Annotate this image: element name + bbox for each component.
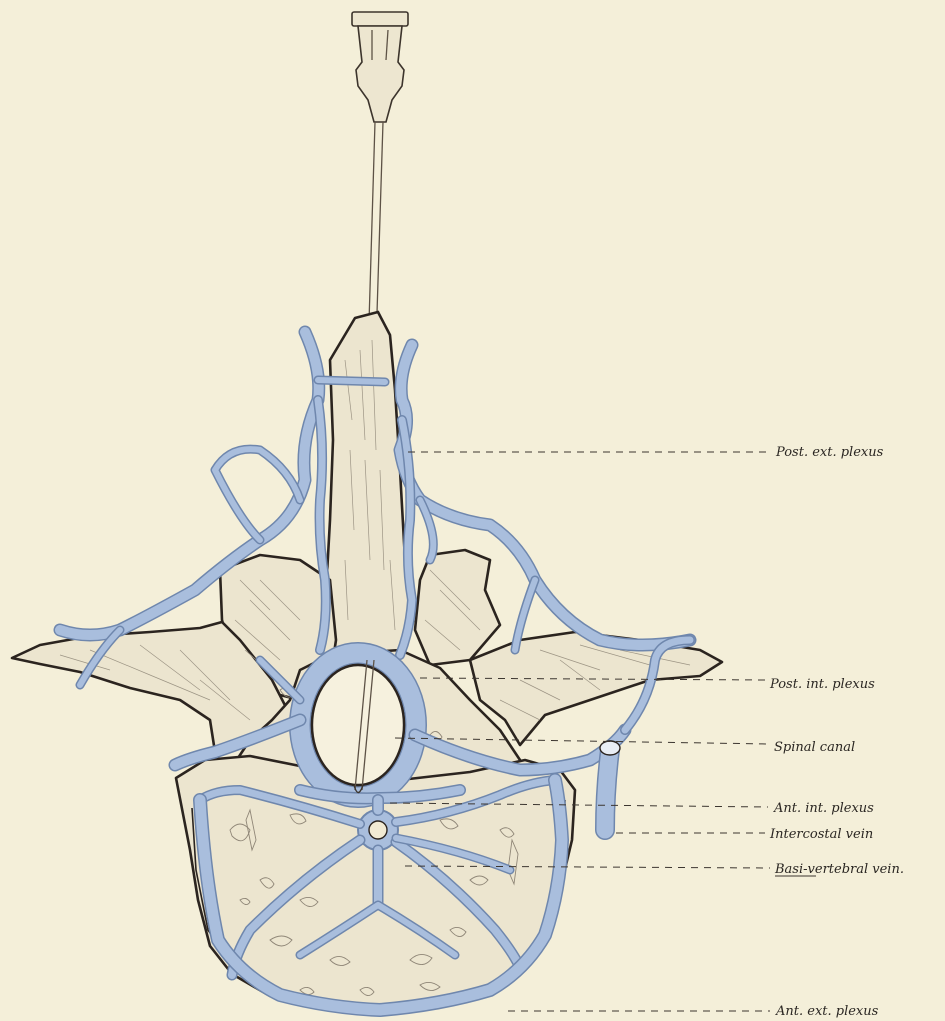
intercostal-vein [600,741,620,830]
right-transverse-process [470,632,722,745]
label-ant-ext-plexus: Ant. ext. plexus [508,1004,879,1019]
spinous-process [325,312,410,665]
label-spinal-canal-text: Spinal canal [774,740,855,755]
label-post-int-plexus-text: Post. int. plexus [769,677,875,692]
label-post-ext-plexus-text: Post. ext. plexus [775,445,884,460]
label-ant-int-plexus-text: Ant. int. plexus [773,801,874,816]
needle-hub [352,12,408,122]
label-intercostal-vein: Intercostal vein [616,827,873,842]
label-intercostal-vein-text: Intercostal vein [769,827,873,842]
label-ant-ext-plexus-text: Ant. ext. plexus [775,1004,879,1019]
label-basi-vertebral-vein-text: Basi-vertebral vein. [774,862,904,877]
label-post-ext-plexus: Post. ext. plexus [408,445,884,460]
